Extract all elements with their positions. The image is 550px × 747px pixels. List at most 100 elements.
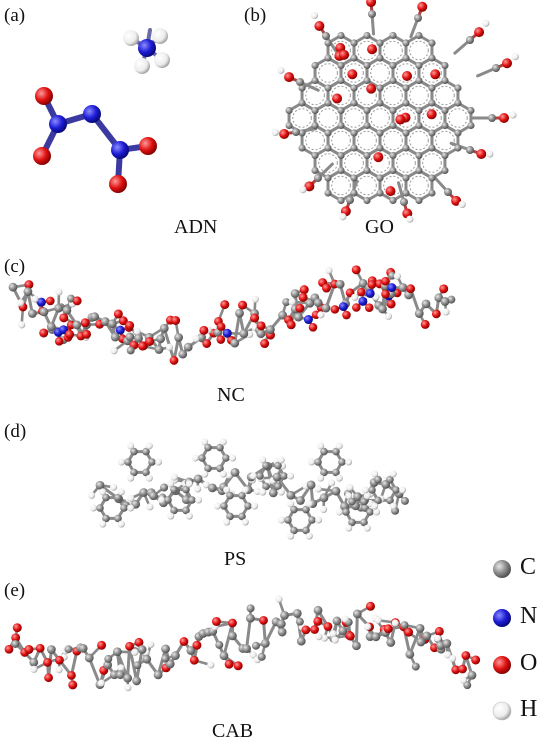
ps-carbon [130, 468, 138, 477]
nc-atom-o [299, 285, 309, 295]
aromatic-ring [409, 130, 429, 151]
cab-atom [11, 633, 21, 643]
ps-atom [181, 495, 191, 505]
cab-atom [416, 637, 426, 647]
ps-carbon [348, 518, 356, 527]
aromatic-ring [344, 63, 364, 83]
cab-atom [415, 623, 425, 633]
ps-carbon [142, 468, 150, 477]
cab-atom [242, 644, 251, 653]
panel-b-label: (b) [244, 5, 267, 26]
go-oxygen [499, 113, 509, 123]
go-carbon [350, 189, 358, 197]
cab-atom-c [246, 604, 255, 613]
ps-hydrogen [361, 486, 369, 494]
cab-atom-h [124, 684, 132, 692]
ps-carbon [366, 508, 374, 516]
go-carbon [363, 196, 371, 205]
aromatic-ring [318, 108, 338, 128]
nc-atom-o [39, 328, 49, 338]
nc-atom-o [357, 287, 366, 297]
cab-atom-h [434, 634, 442, 643]
go-oxygen [279, 128, 290, 139]
cab-atom [313, 605, 323, 615]
go-oxygen [332, 93, 343, 104]
go-carbon [350, 39, 358, 47]
aromatic-ring [396, 63, 416, 83]
go-carbon [311, 151, 319, 160]
cab-atom-o [134, 637, 144, 647]
go-oxygen [347, 69, 358, 80]
ps-hydrogen [219, 438, 227, 446]
aromatic-ring [344, 153, 364, 173]
nc-atom-o [308, 323, 318, 332]
nc-atom [72, 320, 82, 330]
cab-bond [87, 656, 102, 687]
cab-bond [408, 626, 422, 656]
go-carbon [402, 54, 410, 62]
nc-atom-o [113, 309, 123, 319]
go-carbon [488, 114, 496, 122]
nc-atom [265, 325, 275, 334]
aromatic-ring [409, 175, 429, 196]
go-carbon [376, 54, 384, 62]
cab-atom-c [64, 645, 73, 654]
nc-atom-o [216, 335, 226, 344]
nc-atom [230, 338, 240, 348]
go-carbon [311, 106, 319, 115]
cab-atom-o [224, 659, 234, 669]
nc-atom-n [365, 288, 375, 298]
cab-atom [245, 613, 255, 623]
nc-atom-h [393, 272, 401, 280]
ps-carbon [374, 496, 382, 505]
go-carbon [466, 36, 474, 44]
ps-hydrogen [287, 472, 295, 480]
ps-carbon [320, 447, 328, 456]
ps-atom-h [314, 485, 322, 493]
go-carbon [376, 99, 384, 107]
go-carbon [415, 76, 423, 85]
ps-carbon [386, 496, 394, 505]
nc-atom [398, 283, 408, 292]
go-carbon [324, 174, 332, 182]
go-carbon [350, 129, 358, 137]
nc-atom-o [72, 296, 82, 306]
ps-hydrogen [241, 486, 249, 494]
nc-atom-n [358, 296, 368, 306]
cab-atom-c [11, 639, 20, 648]
nc-atom [406, 284, 416, 294]
cab-bond [245, 616, 252, 651]
ps-atom [207, 483, 217, 493]
go-oxygen [304, 181, 315, 192]
ps-carbon [302, 526, 310, 535]
nc-atom-n [115, 325, 125, 335]
ps-carbon [238, 491, 246, 500]
go-carbon [285, 121, 293, 130]
go-oxygen [395, 114, 406, 125]
cab-atom [84, 653, 94, 663]
ps-carbon [374, 475, 382, 484]
nc-atom-o [439, 284, 449, 294]
nc-atom-o [216, 322, 226, 331]
ps-atom [139, 488, 149, 497]
ps-carbon [280, 472, 288, 480]
nc-atom-h [251, 295, 259, 303]
ps-atom [331, 486, 341, 496]
ps-hydrogen [155, 458, 163, 466]
nc-atom [431, 309, 441, 319]
nc-atom [239, 329, 249, 339]
ps-carbon [130, 447, 138, 456]
adn-oxygen [139, 137, 157, 155]
aromatic-ring [422, 63, 442, 83]
ps-carbon [142, 447, 150, 456]
adn-oxygen [33, 147, 51, 165]
go-carbon [363, 76, 371, 85]
nc-atom-h [317, 311, 325, 319]
cab-atom [260, 638, 270, 648]
nc-atom-o [125, 321, 135, 331]
go-carbon [324, 54, 332, 62]
ps-carbon [198, 454, 206, 462]
go-carbon [363, 121, 371, 130]
nc-atom-o [250, 313, 260, 323]
nc-atom [134, 333, 143, 343]
